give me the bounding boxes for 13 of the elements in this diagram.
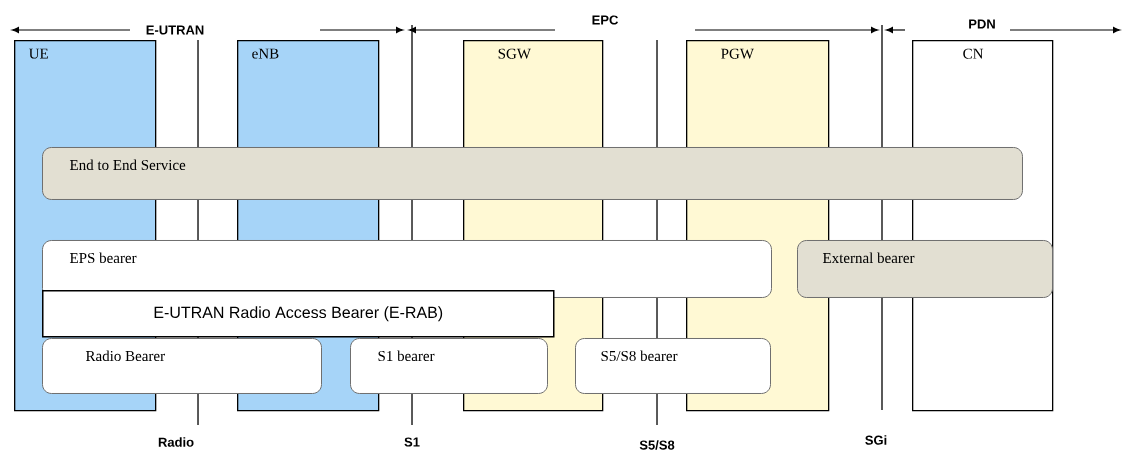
bearer-box: Radio Bearer <box>42 338 322 394</box>
bearer-box: EPS bearer <box>42 240 772 298</box>
bearer-box: External bearer <box>797 240 1053 298</box>
interface-label: Radio <box>158 437 194 447</box>
domain-label: EPC <box>592 15 618 25</box>
interface-label: SGi <box>865 435 887 445</box>
domain-label: E-UTRAN <box>146 25 204 35</box>
interface-label: S5/S8 <box>639 440 675 450</box>
bearer-box: S1 bearer <box>350 338 548 394</box>
bearer-box: S5/S8 bearer <box>575 338 771 394</box>
bearer-box: E-UTRAN Radio Access Bearer (E-RAB) <box>42 290 555 338</box>
interface-label: S1 <box>404 437 420 447</box>
service-bar: End to End Service <box>42 147 1023 200</box>
